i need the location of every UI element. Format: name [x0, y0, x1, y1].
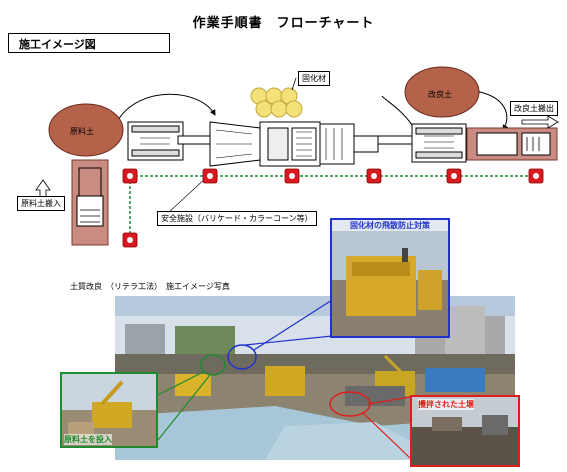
blue-circle-marker	[227, 344, 257, 370]
site-photo	[115, 296, 515, 460]
dump-truck-in	[71, 159, 109, 246]
excavator-left	[127, 121, 223, 161]
out-arrow	[521, 115, 559, 129]
raw-soil-in-label: 原料土搬入	[17, 196, 65, 211]
raw-soil-pile	[48, 103, 124, 157]
flow-arrow-2	[381, 95, 418, 131]
soil-mixing-plant	[209, 121, 379, 167]
construction-diagram	[35, 66, 559, 248]
callout-red-label: 攪拌された土壌	[418, 399, 474, 410]
improved-soil-label: 改良土	[428, 90, 452, 99]
excavator-right	[377, 123, 467, 163]
page-title: 作業手順書 フローチャート	[192, 16, 375, 31]
solidifier-bags	[250, 87, 303, 118]
safety-facility-label: 安全施設（バリケード・カラーコーン等）	[157, 211, 317, 226]
callout-solidifier-photo	[330, 218, 450, 338]
red-circle-marker	[329, 391, 371, 417]
flow-arrow-1	[112, 93, 216, 126]
flow-arrow-3	[474, 87, 509, 131]
green-circle-marker	[200, 354, 226, 376]
section-label: 施工イメージ図	[8, 33, 170, 53]
solidifier-label: 固化材	[298, 71, 330, 86]
callout-blue-label: 固化材の飛散防止対策	[332, 220, 448, 231]
photo-caption: 土質改良 （リテラ工法） 施工イメージ写真	[70, 282, 230, 291]
improved-soil-out-label: 改良土搬出	[510, 101, 558, 116]
dump-truck-out	[466, 127, 558, 161]
callout-green-label: 原料土を投入	[64, 434, 112, 445]
raw-soil-label: 原料土	[70, 127, 94, 136]
improved-soil-pile	[404, 66, 480, 118]
